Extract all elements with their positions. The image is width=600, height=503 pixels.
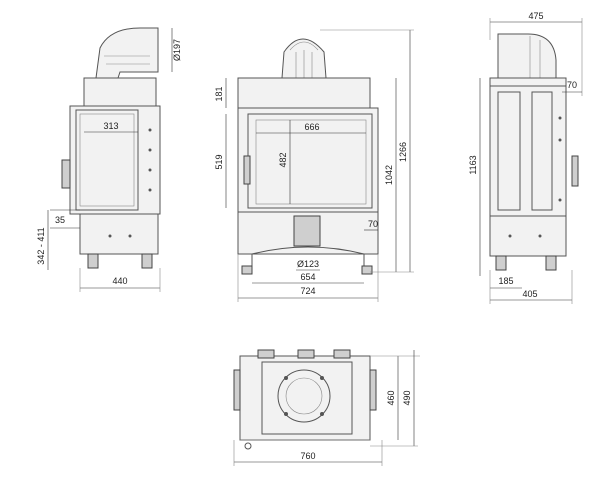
left-door [75, 109, 139, 211]
dim-1042: 1042 [384, 165, 394, 185]
right-side-view: 475 70 1163 185 405 [468, 11, 583, 304]
left-side-view: Ø197 313 35 342 - 411 440 [36, 27, 182, 292]
right-base [489, 215, 567, 257]
dim-flue-diameter: Ø197 [172, 39, 182, 61]
front-top-block [237, 77, 371, 109]
dim-1163: 1163 [468, 155, 478, 174]
top-flue-outlet [277, 369, 331, 423]
dim-185: 185 [498, 276, 513, 286]
right-panel-b [531, 91, 553, 211]
dim-440: 440 [112, 276, 127, 286]
right-handle [571, 155, 579, 187]
dim-666: 666 [304, 122, 319, 132]
dim-460: 460 [386, 390, 396, 405]
dim-313: 313 [103, 121, 118, 131]
dim-475: 475 [528, 11, 543, 21]
dim-35: 35 [55, 215, 65, 225]
top-inner-plate [261, 361, 353, 435]
dim-1266: 1266 [398, 142, 408, 162]
left-foot-a [87, 253, 99, 269]
dim-654: 654 [300, 272, 315, 282]
dim-760: 760 [300, 451, 315, 461]
dim-519: 519 [214, 154, 224, 169]
right-body [489, 85, 567, 217]
left-flue-duct [95, 27, 159, 79]
front-handle [243, 155, 251, 185]
dim-181: 181 [214, 86, 224, 101]
left-handle [61, 159, 71, 189]
left-top-block [83, 77, 157, 107]
right-foot-b [545, 255, 557, 271]
left-base [79, 213, 159, 255]
front-legs [251, 246, 365, 272]
dim-70-side: 70 [567, 80, 577, 90]
dim-724: 724 [300, 286, 315, 296]
front-body [237, 107, 379, 213]
right-panel-a [497, 91, 521, 211]
dim-inlet-diameter: Ø123 [297, 259, 319, 269]
front-glass [255, 119, 367, 205]
top-view: 460 490 760 [233, 349, 420, 466]
front-air-inlet [293, 215, 321, 247]
dim-490: 490 [402, 390, 412, 405]
front-view: 181 519 666 482 70 Ø123 654 724 1042 126… [214, 29, 414, 302]
right-flue-duct [497, 33, 557, 79]
top-body [239, 355, 371, 441]
left-body [69, 105, 161, 215]
dim-70-front: 70 [368, 219, 378, 229]
right-foot-a [495, 255, 507, 271]
dim-342-411: 342 - 411 [36, 227, 46, 264]
dim-405: 405 [522, 289, 537, 299]
dim-482: 482 [278, 152, 288, 167]
left-foot-b [141, 253, 153, 269]
